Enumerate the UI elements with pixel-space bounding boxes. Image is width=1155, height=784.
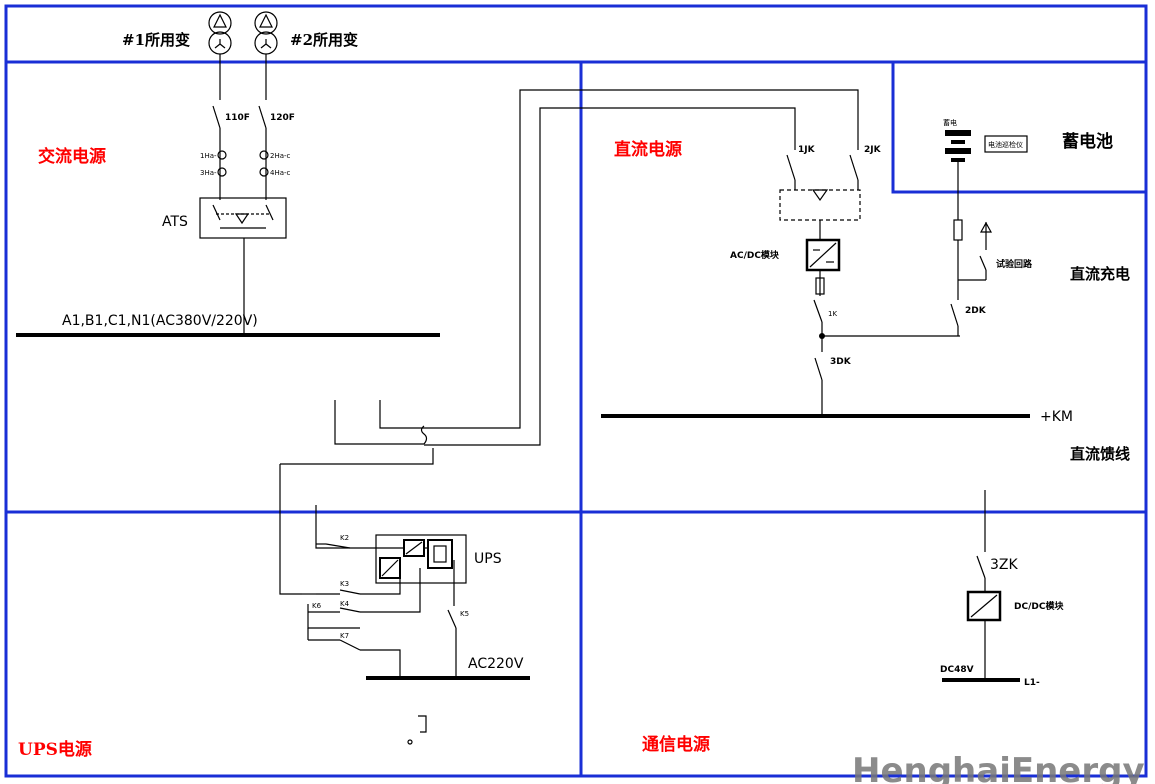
ac-incoming: 1Ha- 3Ha- 2Ha-c 4Ha-c bbox=[200, 54, 291, 200]
section-label-comm-power: 通信电源 bbox=[642, 734, 710, 755]
section-label-dc-feeder: 直流馈线 bbox=[1070, 445, 1130, 463]
dc-rectifier-input bbox=[779, 130, 960, 416]
svg-text:2Ha-c: 2Ha-c bbox=[270, 152, 291, 160]
transformer-2 bbox=[254, 11, 278, 55]
battery-branch bbox=[945, 130, 1028, 336]
ac-bus-label: A1,B1,C1,N1(AC380V/220V) bbox=[62, 313, 258, 329]
comm-power bbox=[966, 545, 1002, 680]
frame bbox=[4, 4, 1148, 778]
ats-switch bbox=[199, 197, 287, 335]
k6-label: K6 bbox=[312, 602, 322, 610]
test-loop-label: 试验回路 bbox=[996, 258, 1033, 270]
dk2-label: 2DK bbox=[965, 306, 987, 316]
dc48-label: DC48V bbox=[940, 665, 974, 675]
dk3-label: 3DK bbox=[830, 357, 852, 367]
k4-label: K4 bbox=[340, 600, 350, 608]
ups-unit bbox=[302, 534, 467, 678]
ups-label: UPS bbox=[474, 551, 502, 567]
k3-label: K3 bbox=[340, 580, 349, 588]
jk1-label: 1JK bbox=[798, 145, 816, 155]
svg-text:3Ha-: 3Ha- bbox=[200, 169, 217, 177]
ac220-label: AC220V bbox=[468, 656, 524, 672]
k7-label: K7 bbox=[340, 632, 349, 640]
battery-small-label: 蓄电 bbox=[943, 118, 957, 127]
acdc-module-label: AC/DC模块 bbox=[730, 249, 780, 261]
section-label-dc-charging: 直流充电 bbox=[1070, 265, 1130, 283]
k5-label: K5 bbox=[460, 610, 469, 618]
dcdc-module-label: DC/DC模块 bbox=[1014, 600, 1064, 612]
transformer-1 bbox=[208, 11, 232, 55]
svg-text:4Ha-c: 4Ha-c bbox=[270, 169, 291, 177]
section-label-ac-power: 交流电源 bbox=[38, 146, 106, 167]
interconnect-wires bbox=[279, 89, 859, 595]
transformer-2-label: #2所用变 bbox=[290, 31, 358, 49]
k2-label: K2 bbox=[340, 534, 349, 542]
section-label-dc-power: 直流电源 bbox=[614, 139, 682, 160]
section-label-ups-power: UPS电源 bbox=[18, 739, 92, 760]
section-label-battery: 蓄电池 bbox=[1062, 131, 1113, 152]
zk3-label: 3ZK bbox=[990, 557, 1018, 573]
jk2-label: 2JK bbox=[864, 145, 882, 155]
l1-bus-label: L1- bbox=[1024, 678, 1040, 688]
transformer-1-label: #1所用变 bbox=[122, 31, 190, 49]
ups-spare-terminal bbox=[407, 715, 427, 745]
battery-monitor-label: 电池巡检仪 bbox=[988, 140, 1023, 149]
breaker-120f-label: 120F bbox=[270, 113, 295, 123]
k1-label: 1K bbox=[828, 310, 837, 318]
km-bus-label: +KM bbox=[1040, 409, 1073, 425]
watermark: HenghaiEnergy bbox=[852, 751, 1145, 784]
breaker-110f-label: 110F bbox=[225, 113, 250, 123]
ats-label: ATS bbox=[162, 214, 188, 230]
svg-text:1Ha-: 1Ha- bbox=[200, 152, 217, 160]
